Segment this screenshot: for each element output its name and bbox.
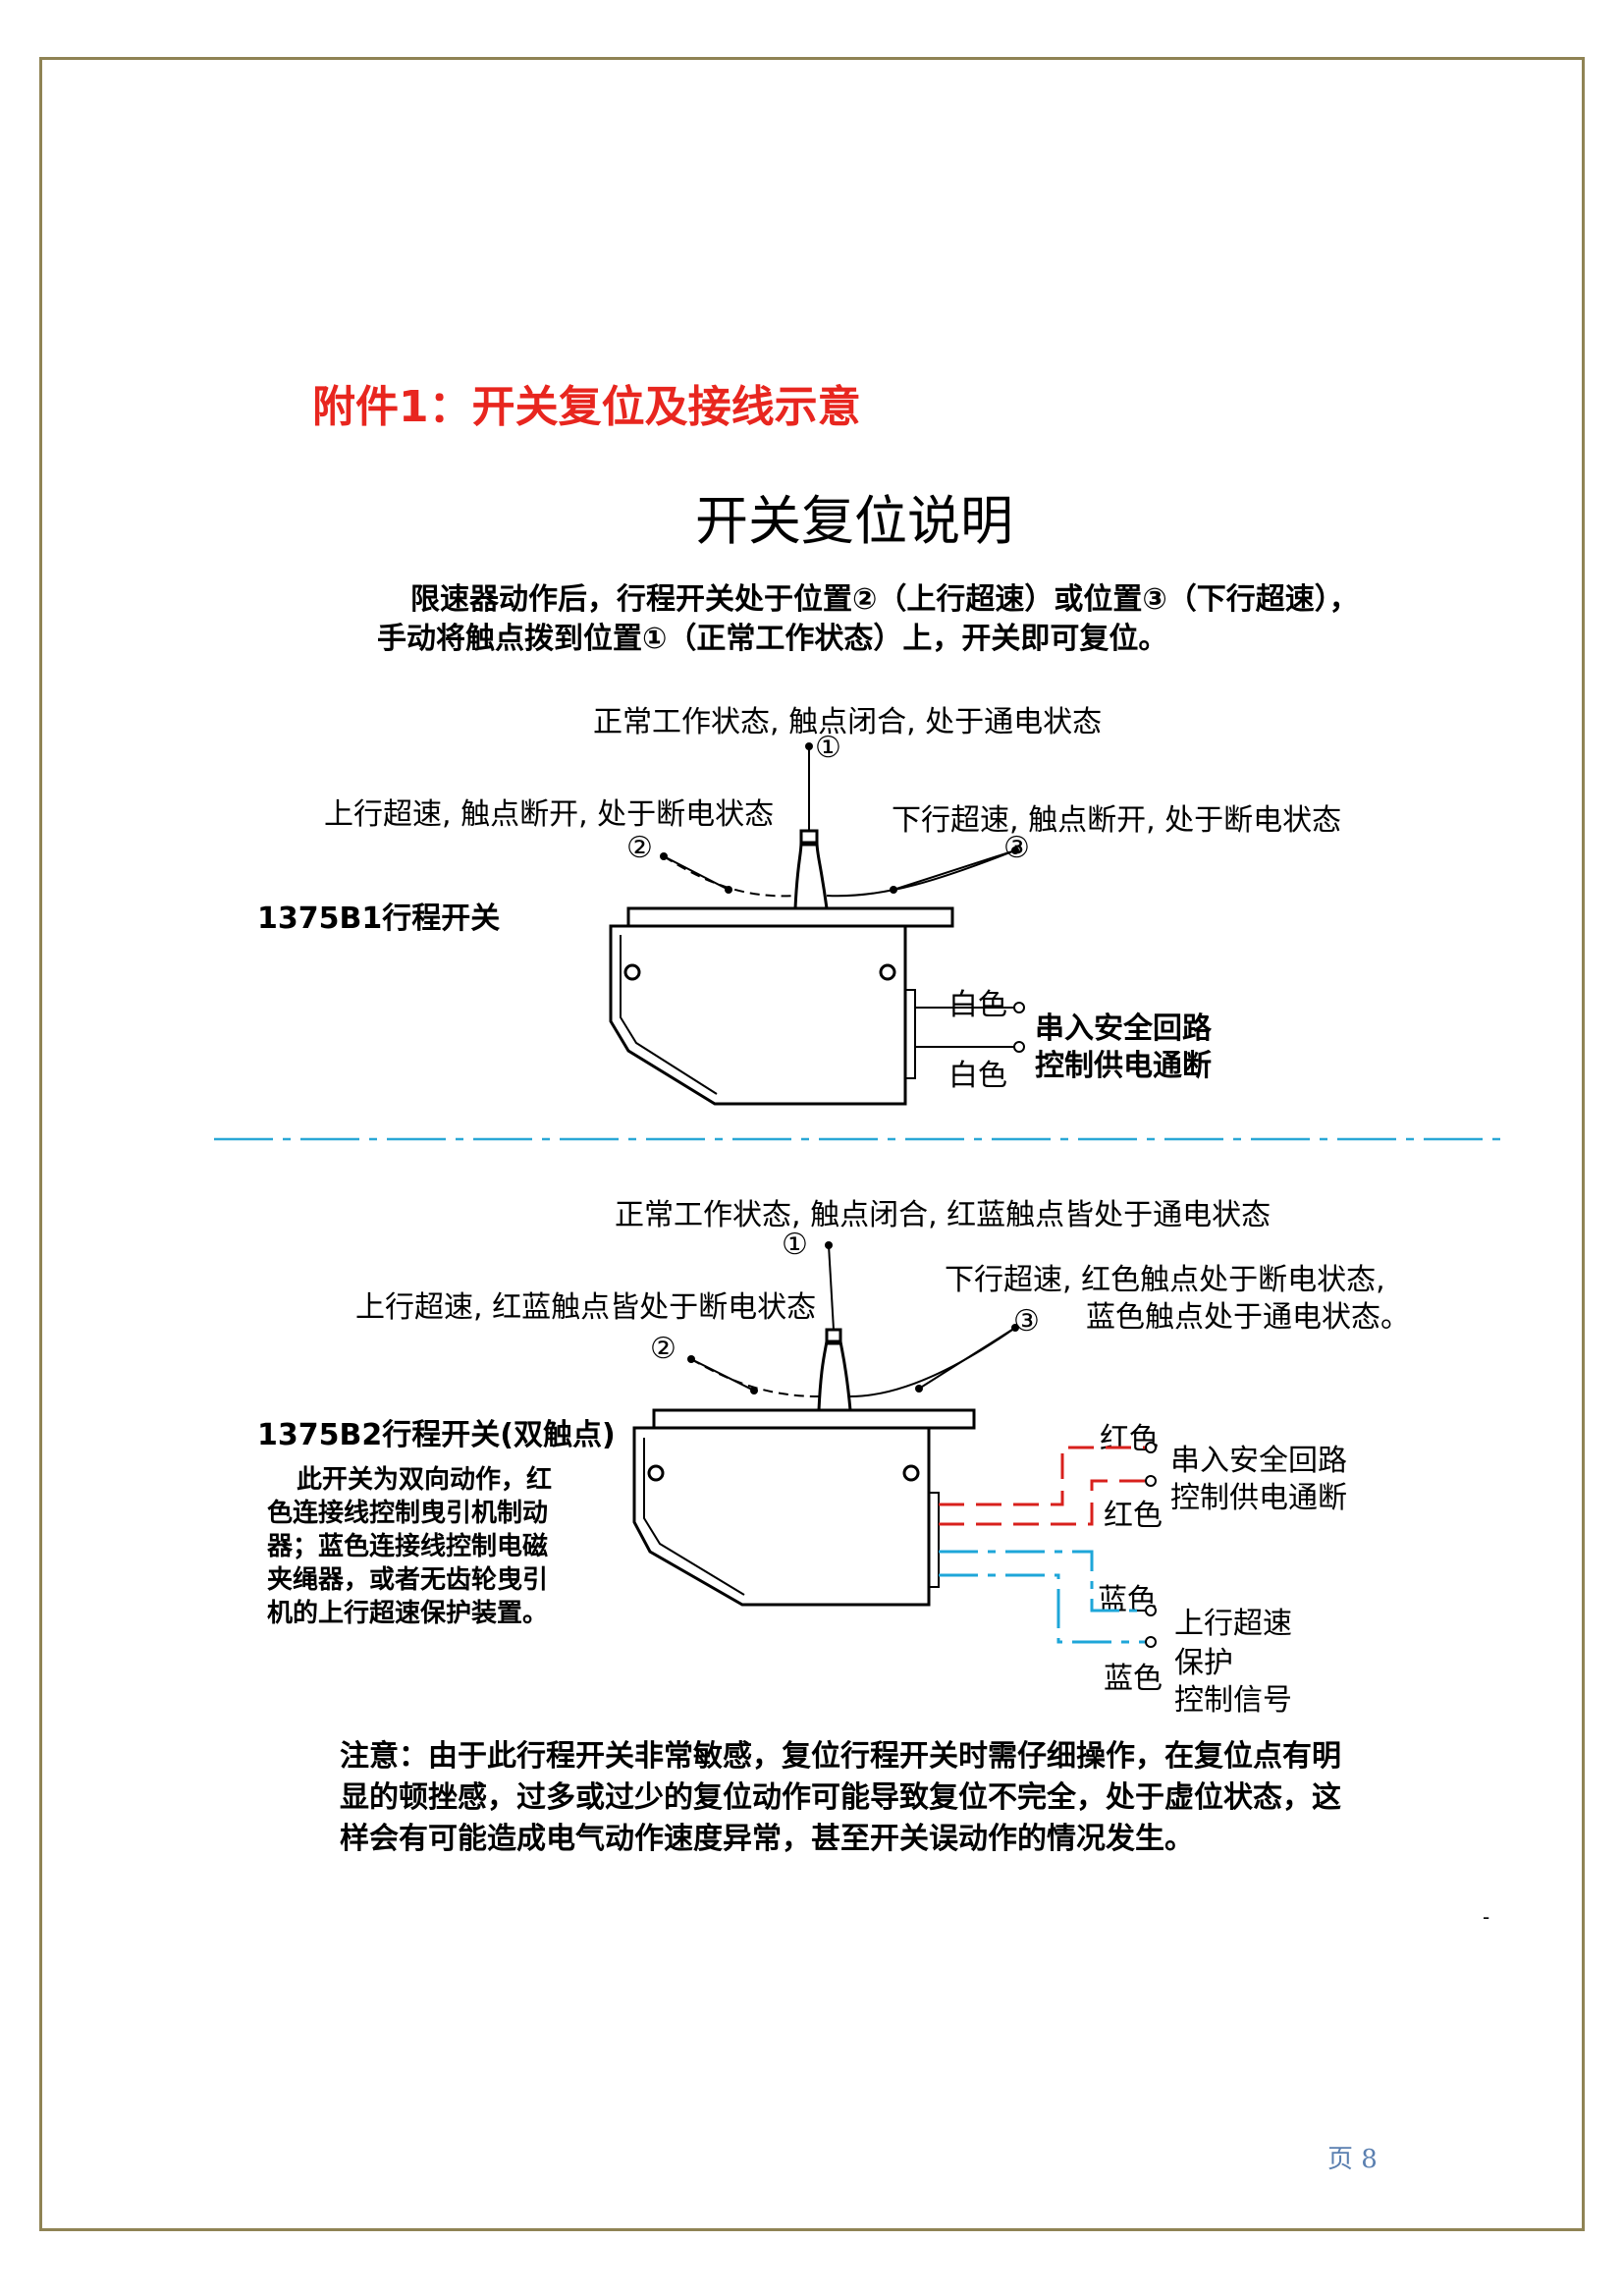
d2-dot-pos3: [1011, 1324, 1019, 1332]
d2-line-pos3: [918, 1327, 1016, 1390]
d2-label-down-1: 下行超速, 红色触点处于断电状态,: [945, 1263, 1385, 1297]
d2-blue-desc-2: 保护: [1174, 1646, 1233, 1680]
trailing-mark: -: [1483, 1905, 1490, 1929]
d2-blue-bottom-label: 蓝色: [1104, 1662, 1163, 1696]
d2-screw-hole-left: [647, 1464, 665, 1482]
d2-switch-model: 1375B2行程开关(双触点): [257, 1418, 616, 1452]
d1-screw-hole-left: [623, 963, 641, 981]
d1-dot-pos1: [805, 742, 813, 750]
d2-desc-line: 机的上行超速保护装置。: [267, 1599, 549, 1628]
d2-desc-line: 器；蓝色连接线控制电磁: [267, 1532, 549, 1561]
page-number: 页 8: [1327, 2145, 1378, 2174]
d2-dot-contact-left: [750, 1387, 758, 1394]
d2-desc-line: 夹绳器，或者无齿轮曳引: [267, 1565, 549, 1595]
d1-terminals: [1013, 1002, 1025, 1053]
d1-terminal-top: [1013, 1002, 1025, 1013]
d2-blue-desc-1: 上行超速: [1174, 1607, 1292, 1641]
page-title: 开关复位说明: [695, 490, 1013, 552]
d2-red-wires: [939, 1446, 1145, 1526]
d2-terminal-red-bottom: [1145, 1475, 1157, 1487]
d2-lever: [817, 1339, 852, 1411]
intro-line-1: 限速器动作后，行程开关处于位置②（上行超速）或位置③（下行超速），: [410, 582, 1359, 617]
d2-dot-contact-right: [915, 1385, 923, 1393]
d1-dot-contact-right: [890, 886, 897, 894]
d1-label-normal: 正常工作状态, 触点闭合, 处于通电状态: [593, 705, 1103, 739]
d2-label-up: 上行超速, 红蓝触点皆处于断电状态: [355, 1290, 817, 1325]
d2-blue-desc-3: 控制信号: [1174, 1683, 1292, 1718]
d1-line-pos3: [893, 849, 1016, 891]
d1-wire-box: [904, 989, 916, 1079]
d2-dot-pos1: [825, 1241, 833, 1249]
d2-terminals: [1145, 1442, 1157, 1648]
d2-red-bottom-label: 红色: [1104, 1499, 1163, 1533]
d1-wiring-desc-1: 串入安全回路: [1035, 1011, 1212, 1046]
caution-note: 注意：由于此行程开关非常敏感，复位行程开关时需仔细操作，在复位点有明 显的顿挫感…: [340, 1736, 1341, 1860]
d2-position-1: ①: [782, 1228, 808, 1262]
d1-wiring-desc-2: 控制供电通断: [1035, 1049, 1212, 1083]
d1-dot-pos2: [660, 852, 668, 860]
d2-line-pos2: [690, 1358, 755, 1392]
page-frame: [39, 57, 1585, 2231]
d1-switch-model: 1375B1行程开关: [257, 902, 501, 936]
d2-position-2: ②: [650, 1332, 676, 1366]
d2-blue-wires: [939, 1550, 1145, 1644]
d2-switch-drawing: [632, 1244, 1016, 1607]
d1-top-plate: [626, 906, 954, 928]
d1-label-down: 下行超速, 触点断开, 处于断电状态: [892, 803, 1342, 838]
d1-switch-drawing: [609, 746, 1016, 1106]
d2-terminal-red-top: [1145, 1442, 1157, 1453]
note-line-2: 显的顿挫感，过多或过少的复位动作可能导致复位不完全，处于虚位状态，这: [340, 1780, 1341, 1815]
d2-description: 此开关为双向动作，红 色连接线控制曳引机制动 器；蓝色连接线控制电磁 夹绳器，或…: [267, 1463, 553, 1630]
d1-wire-top-label: 白色: [948, 988, 1007, 1022]
d2-desc-line: 色连接线控制曳引机制动: [267, 1499, 549, 1528]
d1-arc-pos3: [826, 849, 1016, 898]
d1-line-pos2: [663, 855, 730, 891]
d2-screw-hole-right: [902, 1464, 920, 1482]
d2-position-3: ③: [1013, 1304, 1040, 1339]
d1-body-inner: [620, 935, 718, 1095]
d2-red-wire-bottom: [939, 1479, 1145, 1526]
d2-blue-wire-bottom: [939, 1573, 1145, 1644]
d2-blue-wire-top: [939, 1550, 1145, 1613]
d2-wire-box: [928, 1492, 940, 1588]
d2-body: [632, 1426, 931, 1607]
d2-pointer-pos1: [828, 1244, 835, 1331]
d2-terminal-blue-bottom: [1145, 1636, 1157, 1648]
d2-terminal-blue-top: [1145, 1605, 1157, 1616]
d2-red-wire-top: [939, 1446, 1145, 1506]
d1-label-up: 上行超速, 触点断开, 处于断电状态: [324, 797, 775, 832]
d2-red-desc-1: 串入安全回路: [1170, 1444, 1347, 1478]
d1-position-2: ②: [626, 831, 653, 865]
d2-desc-line: 此开关为双向动作，红: [297, 1465, 553, 1495]
d2-dots: [687, 1241, 1019, 1394]
d1-dots: [660, 742, 1019, 894]
d1-dot-contact-left: [725, 886, 732, 894]
note-line-3: 样会有可能造成电气动作速度异常，甚至开关误动作的情况发生。: [340, 1822, 1194, 1856]
d1-lever: [793, 841, 829, 909]
d2-body-inner: [643, 1438, 745, 1596]
d1-position-1: ①: [815, 731, 841, 765]
d2-top-plate: [652, 1408, 976, 1430]
d1-terminal-bottom: [1013, 1041, 1025, 1053]
d2-label-normal: 正常工作状态, 触点闭合, 红蓝触点皆处于通电状态: [615, 1198, 1271, 1232]
d1-wire-bottom-label: 白色: [948, 1059, 1007, 1093]
d1-dot-pos3: [1011, 847, 1019, 854]
d2-arc-pos2: [690, 1358, 820, 1397]
d2-red-desc-2: 控制供电通断: [1170, 1481, 1347, 1515]
d1-screw-hole-right: [879, 963, 896, 981]
attachment-heading: 附件1：开关复位及接线示意: [312, 382, 861, 432]
note-line-1: 注意：由于此行程开关非常敏感，复位行程开关时需仔细操作，在复位点有明: [340, 1739, 1341, 1774]
d2-label-down-2: 蓝色触点处于通电状态。: [1086, 1300, 1410, 1335]
d2-dot-pos2: [687, 1355, 695, 1363]
intro-line-2: 手动将触点拨到位置①（正常工作状态）上，开关即可复位。: [377, 622, 1168, 656]
d1-body: [609, 924, 907, 1106]
d2-arc-pos3: [849, 1327, 1016, 1397]
